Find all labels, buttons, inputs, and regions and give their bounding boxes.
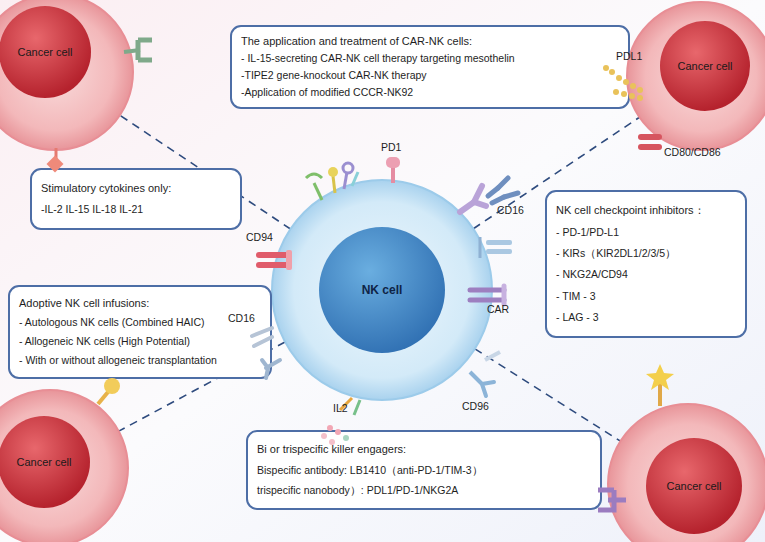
cell-nucleus <box>319 227 445 353</box>
cell-nucleus <box>0 6 91 98</box>
cell-nucleus <box>646 438 742 534</box>
molecule-label: IL2 <box>333 402 348 414</box>
molecule-label: CD16 <box>228 312 255 324</box>
cancer-ligands <box>47 40 674 510</box>
cell-membrane <box>608 404 765 542</box>
right-receptor <box>480 237 512 258</box>
box-item: - PD-1/PD-L1 <box>556 226 736 239</box>
box-item: -TIPE2 gene-knockout CAR-NK therapy <box>241 69 619 82</box>
cell-membrane <box>0 390 128 542</box>
molecule-label: CD80/CD86 <box>664 146 721 158</box>
box-item: Bispecific antibody: LB1410（anti-PD-1/TI… <box>257 464 591 477</box>
box-item: - Allogeneic NK cells (High Potential) <box>19 335 261 348</box>
box-heading: Adoptive NK cell infusions: <box>19 297 261 311</box>
cell-name: Cancer cell <box>677 60 732 72</box>
cell-membrane <box>272 180 492 400</box>
cell-nucleus <box>660 21 750 111</box>
box-heading: The application and treatment of CAR-NK … <box>241 35 619 49</box>
cell-nucleus <box>0 416 90 508</box>
cell-name: Cancer cell <box>666 480 721 492</box>
box-item: - With or without allogeneic transplanta… <box>19 354 261 367</box>
cell-membrane <box>0 0 133 150</box>
cd96-receptor <box>470 352 500 396</box>
dashed-connector <box>475 349 621 441</box>
text-box: Adoptive NK cell infusions: - Autologous … <box>8 285 272 379</box>
cell-name: Cancer cell <box>16 456 71 468</box>
box-heading: Bi or trispecific killer engagers: <box>257 443 591 457</box>
car-receptor <box>470 286 504 304</box>
il2-receptor <box>321 398 360 445</box>
cell-name: NK cell <box>362 283 403 297</box>
cd94-receptor <box>256 250 292 270</box>
molecule-label: CD94 <box>246 231 273 243</box>
cancer-cell: Cancer cell <box>0 0 135 152</box>
cancer-cell-shape <box>625 0 765 152</box>
cell-name: Cancer cell <box>17 46 72 58</box>
box-item: -Application of modified CCCR-NK92 <box>241 86 619 99</box>
box-item: - NKG2A/CD94 <box>556 268 736 281</box>
text-box: Bi or trispecific killer engagers: Bispec… <box>246 430 602 510</box>
cancer-cell-shape <box>0 0 135 152</box>
cancer-cell: Cancer cell <box>606 402 765 542</box>
box-heading: NK cell checkpoint inhibitors： <box>556 204 736 218</box>
cancer-cell: Cancer cell <box>0 388 130 542</box>
box-item: - LAG - 3 <box>556 311 736 324</box>
molecule-label: CAR <box>487 303 509 315</box>
box-item: - TIM - 3 <box>556 290 736 303</box>
box-item: - IL-15-secreting CAR-NK cell therapy ta… <box>241 52 619 65</box>
text-box: NK cell checkpoint inhibitors： - PD-1/PD-… <box>545 190 747 338</box>
molecule-label: PD1 <box>381 141 401 153</box>
molecule-label: CD96 <box>462 400 489 412</box>
box-item: - KIRs（KIR2DL1/2/3/5） <box>556 247 736 260</box>
pd1-receptor <box>386 157 400 183</box>
box-item: -IL-2 IL-15 IL-18 IL-21 <box>41 203 231 216</box>
cancer-cell: Cancer cell <box>625 0 765 152</box>
cell-membrane <box>627 2 765 150</box>
box-heading: Stimulatory cytokines only: <box>41 182 231 196</box>
molecule-label: CD16 <box>497 204 524 216</box>
cancer-cell-shape <box>606 402 765 542</box>
text-box: Stimulatory cytokines only: -IL-2 IL-15 I… <box>30 168 242 230</box>
surface-receptors <box>306 163 358 200</box>
box-item: - Autologous NK cells (Combined HAIC) <box>19 316 261 329</box>
box-item: trispecific nanobody）: PDL1/PD-1/NKG2A <box>257 484 591 497</box>
cd16-left-receptor <box>252 328 280 378</box>
molecule-label: PDL1 <box>616 50 642 62</box>
text-box: The application and treatment of CAR-NK … <box>230 25 630 109</box>
